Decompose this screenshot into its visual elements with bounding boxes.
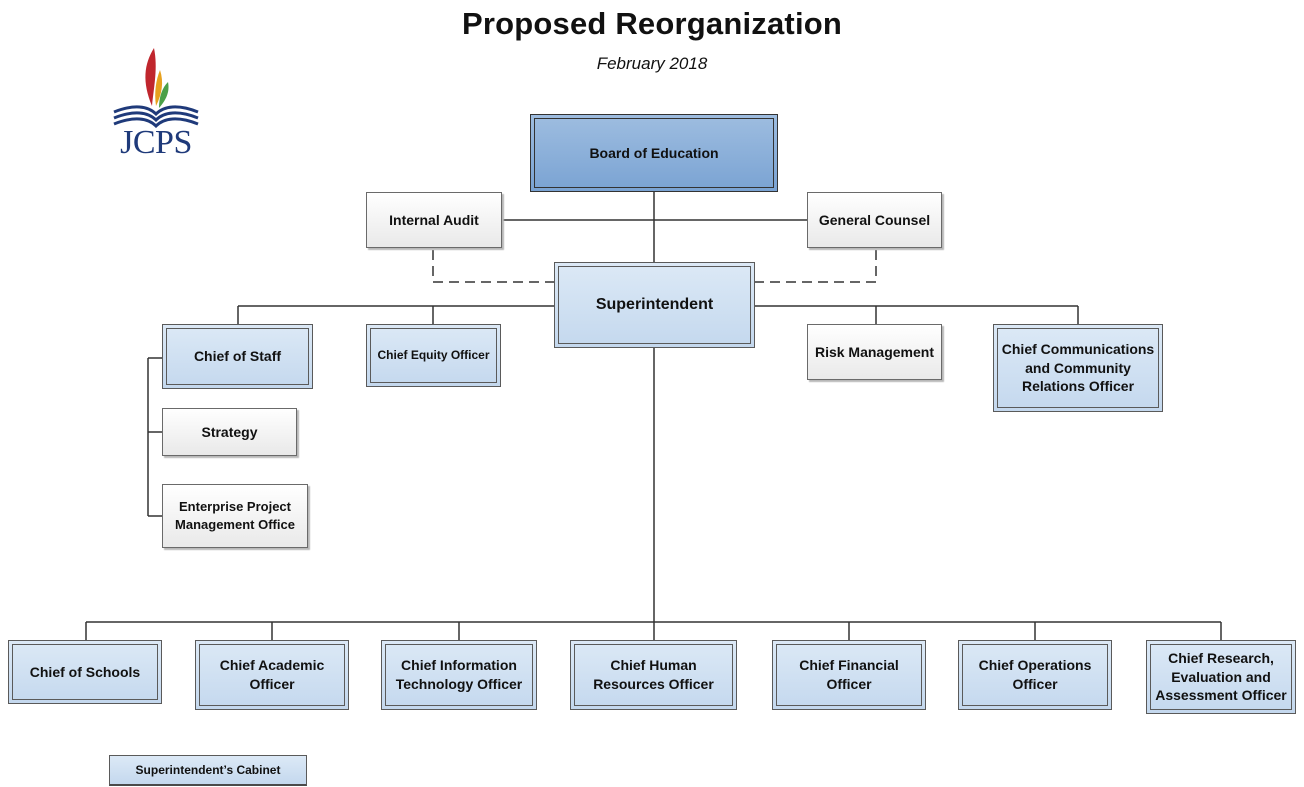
chief-academic-officer-box: Chief Academic Officer xyxy=(195,640,349,710)
chief-research-officer-box: Chief Research, Evaluation and Assessmen… xyxy=(1146,640,1296,714)
flame-book-icon xyxy=(113,48,199,129)
jcps-logo: JCPS xyxy=(104,42,208,168)
chief-operations-officer-box: Chief Operations Officer xyxy=(958,640,1112,710)
page-subtitle: February 2018 xyxy=(596,54,708,73)
chief-financial-officer-box: Chief Financial Officer xyxy=(772,640,926,710)
chief-hr-officer-box: Chief Human Resources Officer xyxy=(570,640,737,710)
chief-of-schools-box: Chief of Schools xyxy=(8,640,162,704)
risk-management-box: Risk Management xyxy=(807,324,942,380)
board-of-education-box: Board of Education xyxy=(530,114,778,192)
chief-of-staff-box: Chief of Staff xyxy=(162,324,313,389)
chief-it-officer-box: Chief Information Technology Officer xyxy=(381,640,537,710)
strategy-box: Strategy xyxy=(162,408,297,456)
internal-audit-box: Internal Audit xyxy=(366,192,502,248)
superintendent-box: Superintendent xyxy=(554,262,755,348)
page-title: Proposed Reorganization xyxy=(461,6,843,41)
chief-communications-officer-box: Chief Communications and Community Relat… xyxy=(993,324,1163,412)
general-counsel-box: General Counsel xyxy=(807,192,942,248)
logo-text: JCPS xyxy=(120,124,192,161)
enterprise-pmo-box: Enterprise Project Management Office xyxy=(162,484,308,548)
legend-cabinet-box: Superintendent’s Cabinet xyxy=(109,755,307,786)
chief-equity-officer-box: Chief Equity Officer xyxy=(366,324,501,387)
